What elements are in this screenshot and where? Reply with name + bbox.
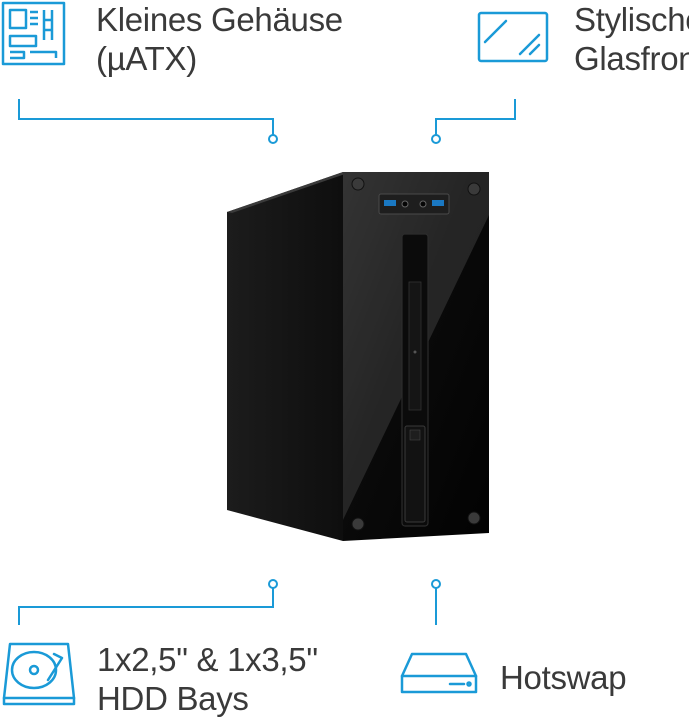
usb-port-left: [384, 200, 396, 206]
screw-bottom-right: [467, 511, 481, 525]
screw-bottom-left: [351, 517, 365, 531]
glass-panel-icon: [477, 11, 549, 63]
hard-drive-icon: [2, 642, 76, 706]
callout-dot-top-right: [431, 134, 441, 144]
audio-port-2: [419, 200, 427, 208]
optical-drive-button: [413, 350, 417, 354]
screw-top-left: [351, 177, 365, 191]
feature-label-small-case-line1: Kleines Gehäuse: [96, 1, 343, 38]
usb-port-right: [432, 200, 444, 206]
hotswap-bay-latch: [409, 429, 421, 441]
feature-label-small-case-line2: (µATX): [96, 40, 197, 77]
callout-line-top-left: [18, 99, 274, 136]
front-io-panel: [378, 193, 450, 215]
feature-label-hdd-bays: 1x2,5" & 1x3,5" HDD Bays: [97, 640, 318, 718]
hotswap-bay-door: [404, 425, 426, 523]
optical-drive-slot: [408, 281, 422, 411]
feature-label-hotswap: Hotswap: [500, 658, 627, 697]
feature-label-glass-front: Stylische Glasfront: [574, 0, 689, 78]
feature-label-hdd-bays-line1: 1x2,5" & 1x3,5": [97, 641, 318, 678]
callout-line-top-right: [435, 99, 516, 136]
feature-label-hdd-bays-line2: HDD Bays: [97, 680, 249, 717]
callout-dot-top-left: [268, 134, 278, 144]
case-top-edge: [227, 172, 348, 213]
case-side-panel: [227, 172, 343, 541]
feature-label-glass-front-line1: Stylische: [574, 1, 689, 38]
callout-dot-bottom-left: [268, 579, 278, 589]
feature-label-glass-front-line2: Glasfront: [574, 40, 689, 77]
hotswap-drive-icon: [400, 652, 478, 694]
screw-top-right: [467, 182, 481, 196]
callout-line-bottom-left: [18, 587, 274, 625]
motherboard-icon: [1, 1, 66, 66]
feature-label-hotswap-line1: Hotswap: [500, 659, 627, 696]
callout-dot-bottom-right: [431, 579, 441, 589]
feature-label-small-case: Kleines Gehäuse (µATX): [96, 0, 343, 78]
audio-port-1: [401, 200, 409, 208]
